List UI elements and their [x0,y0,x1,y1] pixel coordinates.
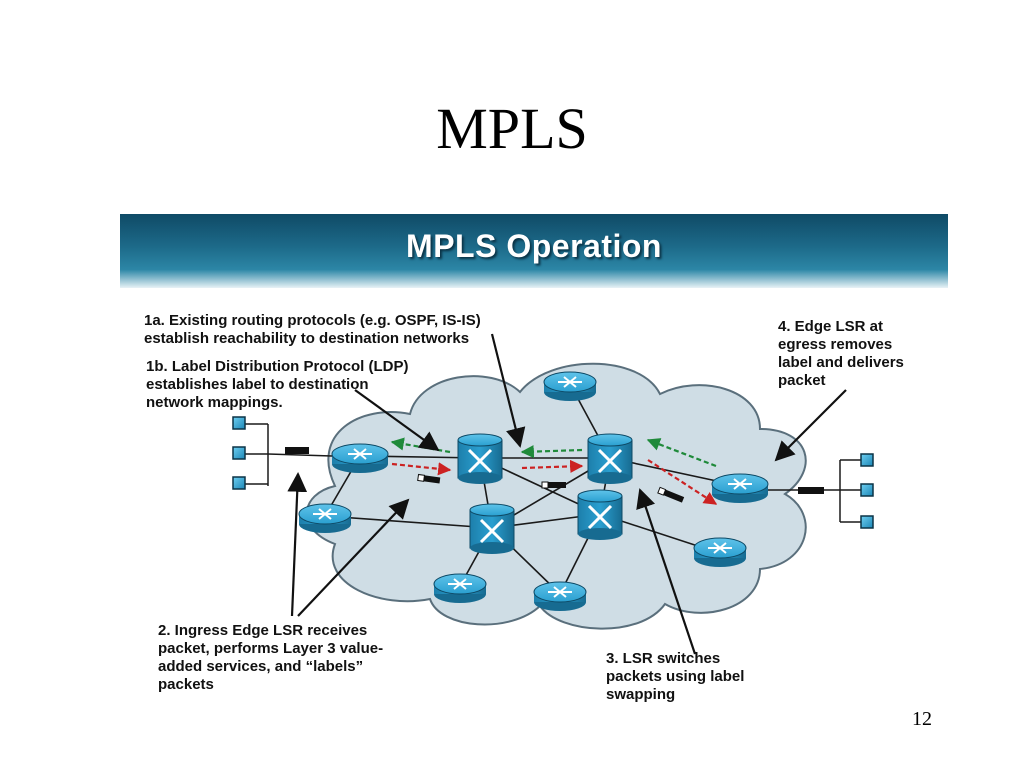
callout-line: 4. Edge LSR at [778,318,884,335]
figure-banner: MPLS Operation [120,214,948,288]
router-icon [533,581,587,611]
callout-line: packets using label [606,668,745,685]
slide-title: MPLS [436,96,588,161]
router-icon [543,371,597,401]
page-number: 12 [912,708,932,730]
label-arrows [391,459,718,505]
callout-3: 3. LSR switches packets using label swap… [606,650,744,704]
callout-line: 1b. Label Distribution Protocol (LDP) [146,358,409,375]
callout-2: 2. Ingress Edge LSR receives packet, per… [158,622,383,694]
callout-line: 1a. Existing routing protocols (e.g. OSP… [144,312,481,329]
router-icon [693,537,747,567]
network-cloud [305,362,807,630]
labelled-packet-icons [417,473,685,503]
callout-line: label and delivers [778,354,904,371]
host-icon [860,453,874,529]
callout-line: added services, and “labels” [158,658,364,675]
router-icon [331,443,389,473]
packet-icon [285,447,309,454]
lsr-switch-icon [577,489,623,540]
router-icon [433,573,487,603]
callout-1a: 1a. Existing routing protocols (e.g. OSP… [144,312,481,348]
mpls-network-diagram [232,333,874,655]
callout-line: 3. LSR switches [606,650,721,667]
callout-line: packets [158,676,214,693]
callout-line: establish reachability to destination ne… [144,330,470,347]
callout-pointers [287,333,847,655]
callout-line: egress removes [778,336,893,353]
callout-line: swapping [606,686,676,703]
ingress-hosts [243,423,333,486]
callout-1b: 1b. Label Distribution Protocol (LDP) es… [146,358,409,412]
lsr-switch-icon [587,433,633,484]
packet-icon [798,487,824,494]
figure-banner-title: MPLS Operation [406,228,662,264]
callout-line: network mappings. [146,394,283,411]
mpls-operation-figure: MPLS Operation [120,214,948,706]
callout-line: packet [778,372,826,389]
lsr-switch-icon [469,503,515,554]
callout-4: 4. Edge LSR at egress removes label and … [778,318,904,390]
lsr-switch-icon [457,433,503,484]
ldp-arrows [390,437,717,468]
router-icon [298,503,352,533]
router-icon [711,473,769,503]
host-icon [232,416,246,490]
callout-line: 2. Ingress Edge LSR receives [158,622,368,639]
callout-line: establishes label to destination [146,376,369,393]
callout-line: packet, performs Layer 3 value- [158,640,384,657]
